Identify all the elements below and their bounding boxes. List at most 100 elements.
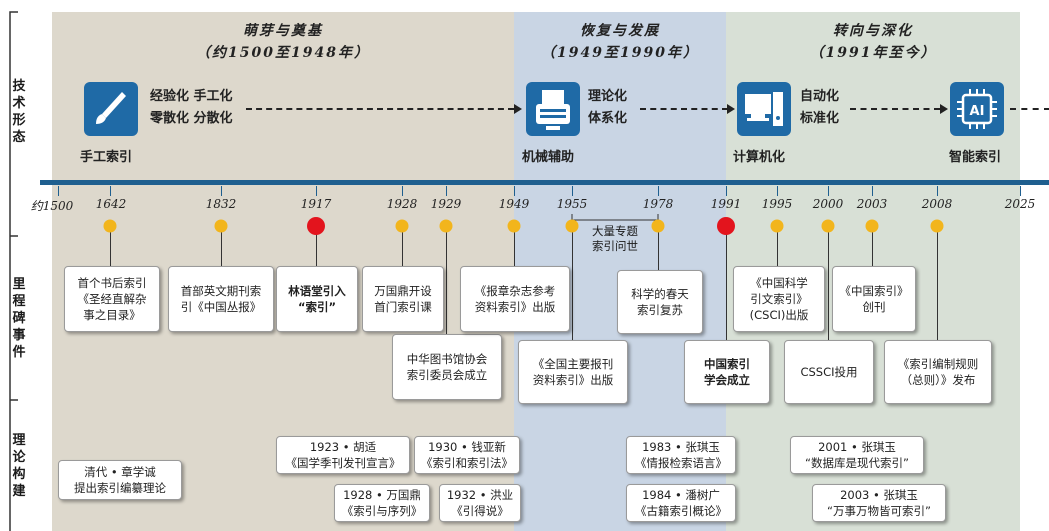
connector-line <box>514 226 515 266</box>
milestone-card: CSSCI投用 <box>784 340 874 404</box>
tech-name: 机械辅助 <box>522 150 575 165</box>
arrow-icon <box>727 104 735 114</box>
year-tick <box>58 186 59 196</box>
theory-card: 1932 • 洪业《引得说》 <box>439 484 521 522</box>
stage-title: 转向与深化 <box>833 23 913 39</box>
year-label: 1991 <box>710 197 742 211</box>
computer-icon <box>737 82 791 136</box>
theory-card: 2001 • 张琪玉“数据库是现代索引” <box>790 436 924 474</box>
theory-card: 1930 • 钱亚新《索引和索引法》 <box>414 436 520 474</box>
arrow-icon <box>514 104 522 114</box>
major-milestone-dot <box>717 217 735 235</box>
stage-title: 萌芽与奠基 <box>243 23 323 39</box>
year-tick <box>446 186 447 196</box>
theory-card: 1983 • 张琪玉《情报检索语言》 <box>626 436 736 474</box>
tech-name: 智能索引 <box>949 150 1002 165</box>
year-label: 1832 <box>205 197 237 211</box>
connector-line <box>572 226 573 340</box>
year-tick <box>514 186 515 196</box>
theory-card: 2003 • 张琪玉“万事万物皆可索引” <box>812 484 946 522</box>
milestone-card: 林语堂引入“索引” <box>276 266 358 332</box>
year-label: 2000 <box>812 197 844 211</box>
year-tick <box>658 186 659 196</box>
year-tick <box>726 186 727 196</box>
milestone-card: 首个书后索引《圣经直解杂事之目录》 <box>64 266 160 332</box>
connector-line <box>658 226 659 270</box>
year-tick <box>221 186 222 196</box>
milestone-dot <box>103 219 117 233</box>
tech-desc: 经验化 手工化零散化 分散化 <box>150 89 233 126</box>
theory-card: 1923 • 胡适《国学季刊发刊宣言》 <box>276 436 410 474</box>
milestone-card: 《全国主要报刊资料索引》出版 <box>518 340 628 404</box>
tech-name: 手工索引 <box>80 150 133 165</box>
year-label: 1642 <box>95 197 127 211</box>
year-label: 2025 <box>1004 197 1036 211</box>
tech-desc: 理论化体系化 <box>588 89 628 126</box>
milestone-card: 首部英文期刊索引《中国丛报》 <box>168 266 274 332</box>
milestone-card: 《报章杂志参考资料索引》出版 <box>460 266 570 332</box>
connector-line <box>316 226 317 266</box>
year-label: 1995 <box>761 197 793 211</box>
milestone-card: 万国鼎开设首门索引课 <box>362 266 444 332</box>
period-bracket <box>571 214 659 221</box>
year-label: 1949 <box>498 197 530 211</box>
year-label: 1929 <box>430 197 462 211</box>
milestone-dot <box>439 219 453 233</box>
milestone-card: 中华图书馆协会索引委员会成立 <box>392 334 502 400</box>
stage-range: （约1500至1948年） <box>196 45 370 61</box>
stage-title: 恢复与发展 <box>580 23 660 39</box>
row-label-milestones: 里程 碑事 件 <box>12 277 26 360</box>
milestone-card: 《索引编制规则（总则）》发布 <box>884 340 992 404</box>
year-label: 约1500 <box>30 199 74 213</box>
typewriter-icon <box>526 82 580 136</box>
year-label: 1928 <box>386 197 418 211</box>
milestone-dot <box>565 219 579 233</box>
milestone-dot <box>214 219 228 233</box>
milestone-card: 《中国索引》创刊 <box>832 266 916 332</box>
milestone-dot <box>395 219 409 233</box>
milestone-dot <box>930 219 944 233</box>
milestone-dot <box>651 219 665 233</box>
year-label: 2003 <box>856 197 888 211</box>
tech-desc: 自动化标准化 <box>800 89 840 126</box>
tech-connector <box>850 108 940 110</box>
row-label-tech: 技术 形态 <box>12 79 26 145</box>
year-tick <box>110 186 111 196</box>
connector-line <box>221 226 222 266</box>
milestone-dot <box>865 219 879 233</box>
tech-name: 计算机化 <box>733 150 786 165</box>
year-label: 1955 <box>556 197 588 211</box>
tech-connector <box>1010 108 1049 110</box>
connector-line <box>828 226 829 340</box>
connector-line <box>402 226 403 266</box>
connector-line <box>777 226 778 266</box>
connector-line <box>937 226 938 340</box>
period-note: 大量专题索引问世 <box>592 224 638 253</box>
stage-range: （1949至1990年） <box>541 45 699 61</box>
ai-chip-icon: AI <box>950 82 1004 136</box>
year-label: 1917 <box>300 197 332 211</box>
timeline-axis <box>40 180 1049 185</box>
milestone-dot <box>821 219 835 233</box>
major-milestone-dot <box>307 217 325 235</box>
connector-line <box>446 226 447 334</box>
tech-connector <box>246 108 514 110</box>
stage-range: （1991年至今） <box>809 45 937 61</box>
year-label: 2008 <box>921 197 953 211</box>
year-tick <box>777 186 778 196</box>
year-tick <box>828 186 829 196</box>
milestone-card: 科学的春天索引复苏 <box>617 270 703 334</box>
year-tick <box>572 186 573 196</box>
connector-line <box>726 226 727 340</box>
year-label: 1978 <box>642 197 674 211</box>
milestone-dot <box>507 219 521 233</box>
theory-card: 1928 • 万国鼎《索引与序列》 <box>334 484 430 522</box>
year-tick <box>937 186 938 196</box>
theory-card: 清代 • 章学诚提出索引编纂理论 <box>58 460 182 500</box>
arrow-icon <box>940 104 948 114</box>
theory-card: 1984 • 潘树广《古籍索引概论》 <box>626 484 736 522</box>
svg-text:AI: AI <box>970 104 985 119</box>
brush-icon <box>84 82 138 136</box>
tech-connector <box>640 108 728 110</box>
milestone-dot <box>770 219 784 233</box>
